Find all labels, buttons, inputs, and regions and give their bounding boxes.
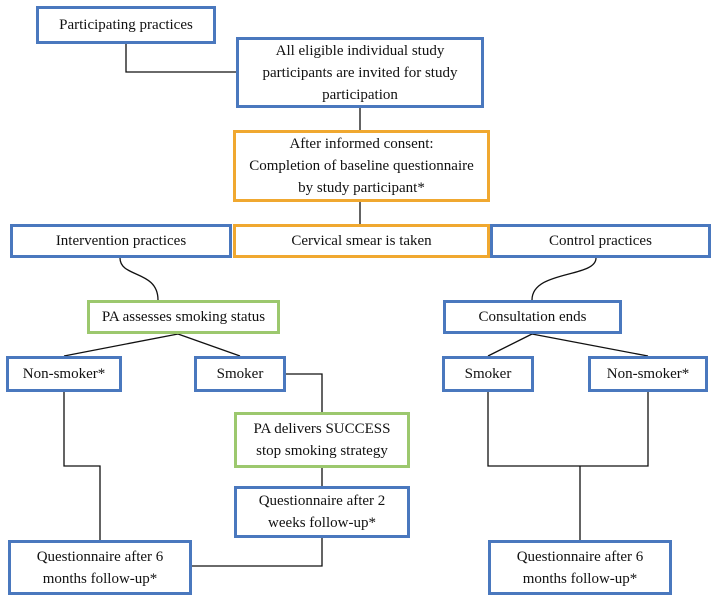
control-non-smoker-box: Non-smoker*: [588, 356, 708, 392]
questionnaire-2-weeks-box: Questionnaire after 2 weeks follow-up*: [234, 486, 410, 538]
intervention-smoker-box: Smoker: [194, 356, 286, 392]
cervical-smear-box: Cervical smear is taken: [233, 224, 490, 258]
connector-intervention-to-assess: [119, 257, 159, 301]
pa-assesses-box: PA assesses smoking status: [87, 300, 280, 334]
consultation-ends-box: Consultation ends: [443, 300, 622, 334]
connector-assess-to-nonsmoker: [63, 333, 179, 357]
control-smoker-box: Smoker: [442, 356, 534, 392]
connector-ctl-merge: [487, 392, 649, 467]
intervention-practices-box: Intervention practices: [10, 224, 232, 258]
connector-consultation-to-nonsmoker: [531, 333, 649, 357]
control-practices-box: Control practices: [490, 224, 711, 258]
participating-practices-box: Participating practices: [36, 6, 216, 44]
intervention-questionnaire-6-months-box: Questionnaire after 6 months follow-up*: [8, 540, 192, 595]
after-consent-box: After informed consent: Completion of ba…: [233, 130, 490, 202]
intervention-non-smoker-box: Non-smoker*: [6, 356, 122, 392]
connector-participating-to-eligible: [125, 44, 236, 73]
pa-delivers-box: PA delivers SUCCESS stop smoking strateg…: [234, 412, 410, 468]
connector-nonsmoker-to-q6: [63, 392, 101, 540]
connector-consultation-to-smoker: [487, 333, 533, 357]
connector-q2-to-q6: [192, 538, 323, 567]
all-eligible-box: All eligible individual study participan…: [236, 37, 484, 108]
control-questionnaire-6-months-box: Questionnaire after 6 months follow-up*: [488, 540, 672, 595]
connector-smoker-to-delivers: [286, 373, 323, 412]
connector-assess-to-smoker: [177, 333, 241, 357]
connector-control-to-consultation: [531, 257, 597, 301]
